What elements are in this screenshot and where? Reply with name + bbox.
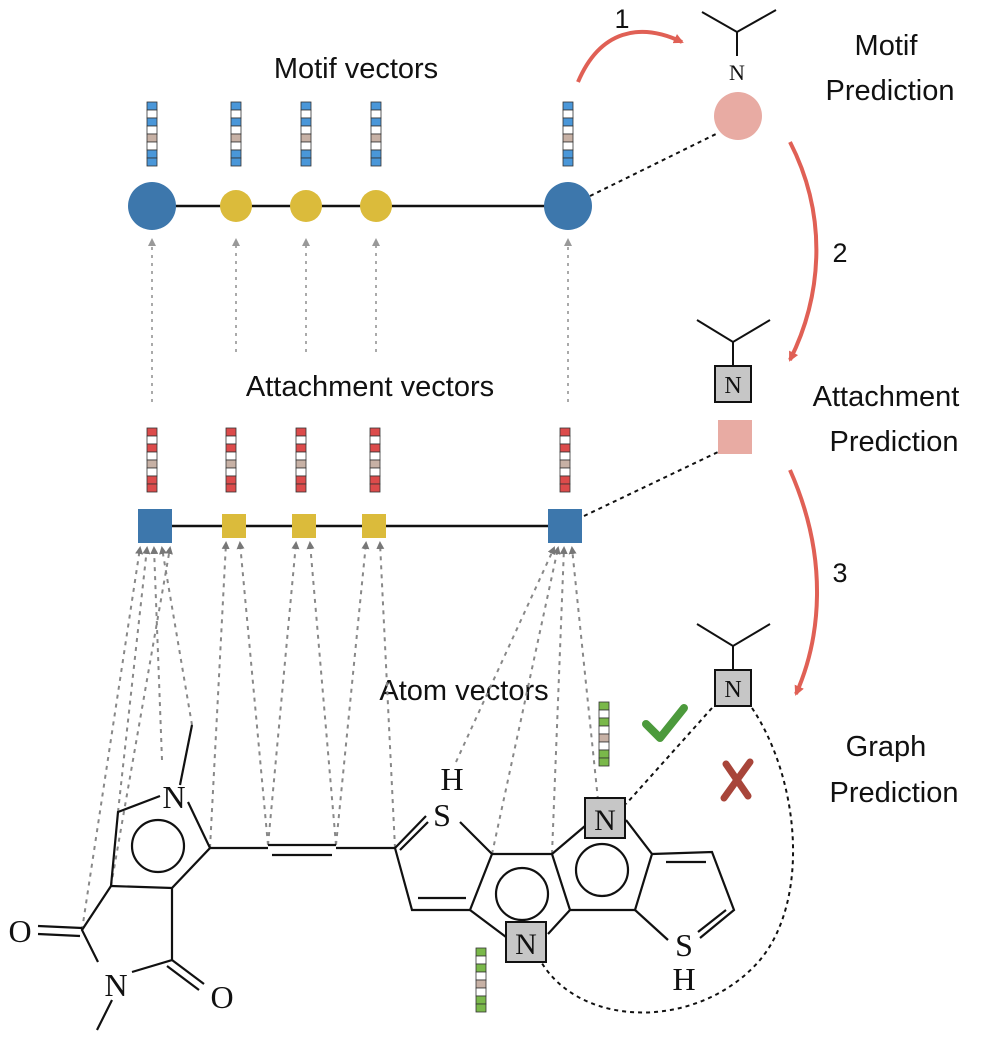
attachment-vector-4: [369, 427, 381, 493]
attachment-fragment-n: N: [724, 373, 741, 399]
attachment-prediction-label: Attachment Prediction: [813, 381, 968, 458]
atom-n-box-bottom: [505, 921, 547, 963]
step-1-label: 1: [614, 4, 629, 34]
attachment-vector-1: [146, 427, 158, 493]
attachment-to-prediction-link: [583, 451, 719, 517]
motif-node-4: [360, 190, 392, 222]
atom-o-bottom: O: [210, 979, 233, 1015]
attachment-node-4: [362, 514, 386, 538]
step-2-label: 2: [832, 238, 847, 268]
motif-node-5: [544, 182, 592, 230]
atom-vector-top: [598, 701, 610, 767]
atom-vector-bottom: [475, 947, 487, 1013]
atom-h-thiophene-right: H: [672, 961, 695, 997]
predicted-motif-fragment: N: [701, 9, 777, 85]
atom-to-attachment-links: [81, 541, 599, 931]
atom-n-imide: N: [104, 967, 127, 1003]
motif-prediction-line-2: Prediction: [826, 75, 955, 107]
motif-to-prediction-link: [589, 132, 719, 197]
atom-s-thiophene-left: S: [433, 797, 451, 833]
attachment-node-5: [548, 509, 582, 543]
step-3-label: 3: [832, 558, 847, 588]
step-1-arrow: [576, 29, 684, 83]
atom-n-bottom: N: [515, 928, 537, 961]
motif-fragment-n: N: [729, 60, 745, 85]
atom-h-thiophene-left: H: [440, 761, 463, 797]
graph-prediction-line-2: Prediction: [830, 777, 959, 809]
cross-icon: [720, 758, 754, 802]
attachment-prediction-line-1: Attachment: [813, 381, 960, 413]
attachment-vector-3: [295, 427, 307, 493]
check-icon: [642, 704, 688, 742]
attachment-node-3: [292, 514, 316, 538]
atom-n-box-top: [584, 797, 626, 839]
step-2-arrow: [788, 141, 819, 362]
step-3-arrow: [788, 469, 819, 696]
motif-prediction-line-1: Motif: [855, 30, 919, 62]
correct-attachment-link: [625, 707, 713, 805]
attachment-node-1: [138, 509, 172, 543]
motif-vector-3: [300, 101, 312, 167]
attachment-prediction-fragment: N: [696, 319, 771, 403]
atom-s-thiophene-right: S: [675, 927, 693, 963]
atom-n-pyrrole: N: [162, 779, 185, 815]
motif-node-2: [220, 190, 252, 222]
motif-node-1: [128, 182, 176, 230]
attachment-to-motif-arrows: [148, 238, 572, 402]
graph-prediction-fragment: N: [696, 623, 771, 707]
graph-fragment-n-box: [714, 669, 752, 707]
atom-o-left: O: [8, 913, 31, 949]
attachment-prediction-node: [718, 420, 752, 454]
attachment-node-2: [222, 514, 246, 538]
motif-vectors-label: Motif vectors: [274, 53, 438, 85]
attachment-vector-2: [225, 427, 237, 493]
atom-vectors-label: Atom vectors: [379, 675, 548, 707]
motif-node-3: [290, 190, 322, 222]
motif-prediction-label: Motif Prediction: [826, 30, 955, 107]
motif-vector-4: [370, 101, 382, 167]
graph-prediction-line-1: Graph: [846, 731, 927, 763]
atom-n-top: N: [594, 804, 616, 837]
motif-prediction-node: [714, 92, 762, 140]
attachment-vector-5: [559, 427, 571, 493]
motif-vector-2: [230, 101, 242, 167]
graph-fragment-n: N: [724, 677, 741, 703]
wrong-attachment-link: [539, 707, 795, 1014]
molecule-structure: [37, 724, 736, 1031]
attachment-vectors-label: Attachment vectors: [246, 371, 494, 403]
motif-vector-5: [562, 101, 574, 167]
attachment-prediction-line-2: Prediction: [830, 426, 959, 458]
motif-vector-1: [146, 101, 158, 167]
graph-prediction-label: Graph Prediction: [830, 731, 959, 809]
attachment-fragment-n-box: [714, 365, 752, 403]
